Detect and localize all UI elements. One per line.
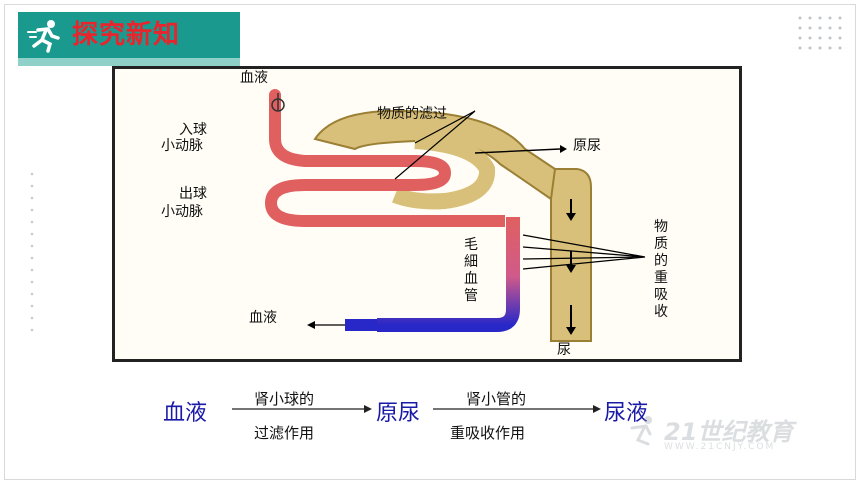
label-filtration: 物质的滤过: [377, 106, 447, 122]
slide-frame: [4, 4, 856, 480]
label-efferent-2: 小动脉: [161, 204, 203, 220]
label-urine: 尿: [557, 342, 571, 358]
eq-arrow-1: [232, 405, 372, 413]
bowman-capsule: [313, 109, 557, 201]
reabsorption-arrows: [522, 234, 646, 270]
label-afferent-2: 小动脉: [161, 138, 203, 154]
eq-blood: 血液: [163, 401, 208, 426]
capsule-inner: [392, 133, 496, 210]
page-title: 探究新知: [72, 20, 181, 50]
title-banner-strip: [18, 58, 240, 66]
eq-step2-top: 肾小管的: [466, 390, 527, 408]
afferent-arteriole: [269, 89, 452, 191]
title-banner: [18, 12, 240, 58]
eq-primary-urine: 原尿: [376, 401, 421, 426]
label-capillary: 毛細血管: [464, 237, 478, 304]
nephron-drawing: [264, 89, 646, 342]
eq-step1-bottom: 过滤作用: [254, 424, 315, 442]
eq-step1-top: 肾小球的: [254, 390, 315, 408]
watermark-runner-icon: [630, 416, 652, 446]
eq-step2-bottom: 重吸收作用: [450, 424, 526, 442]
nephron-diagram: 血液 入球 小动脉 物质的滤过 原尿 出球 小动脉 毛細血管 物质的重吸收 血液…: [112, 66, 742, 362]
efferent-arteriole: [264, 179, 505, 227]
decorative-dots: [798, 16, 842, 50]
label-blood-top: 血液: [240, 70, 268, 86]
watermark-text: 21世纪教育: [664, 418, 794, 446]
label-afferent-1: 入球: [179, 122, 207, 138]
watermark-logo: 21世纪教育 WWW.21CNJY.COM: [616, 410, 846, 460]
primary-urine-arrow: [474, 148, 561, 154]
decorative-vertical-dots: [30, 172, 34, 332]
runner-icon: [27, 20, 60, 53]
label-reabsorption: 物质的重吸收: [654, 219, 668, 320]
filtration-arrows: [394, 110, 476, 180]
capillary: [377, 217, 520, 332]
watermark-url: WWW.21CNJY.COM: [664, 442, 776, 452]
label-primary-urine: 原尿: [573, 138, 601, 154]
label-efferent-1: 出球: [179, 186, 207, 202]
label-blood-bottom: 血液: [249, 310, 277, 326]
eq-arrow-2: [433, 405, 601, 413]
eq-urine: 尿液: [604, 401, 649, 426]
